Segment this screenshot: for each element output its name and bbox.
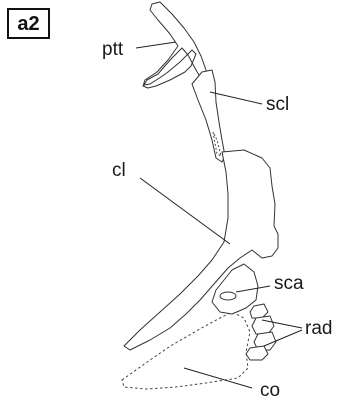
label-cl: cl bbox=[112, 160, 126, 181]
co-leader-line bbox=[184, 368, 252, 388]
cl-leader-line bbox=[140, 178, 230, 244]
radial-4 bbox=[246, 346, 268, 360]
label-rad: rad bbox=[305, 318, 332, 339]
ptt-leader-line bbox=[136, 42, 176, 48]
scl-leader-line bbox=[210, 92, 262, 104]
label-ptt: ptt bbox=[102, 39, 124, 60]
radials-group bbox=[246, 304, 276, 360]
panel-label: a2 bbox=[8, 9, 49, 38]
radial-2 bbox=[252, 316, 274, 334]
panel-label-text: a2 bbox=[17, 13, 39, 35]
scapular-foramen bbox=[220, 292, 236, 300]
label-scl: scl bbox=[266, 94, 289, 115]
label-co: co bbox=[260, 380, 280, 401]
label-sca: sca bbox=[274, 273, 304, 294]
coracoid-outline bbox=[122, 312, 250, 389]
radial-1 bbox=[250, 304, 268, 318]
supracleithrum-bone bbox=[192, 70, 225, 162]
